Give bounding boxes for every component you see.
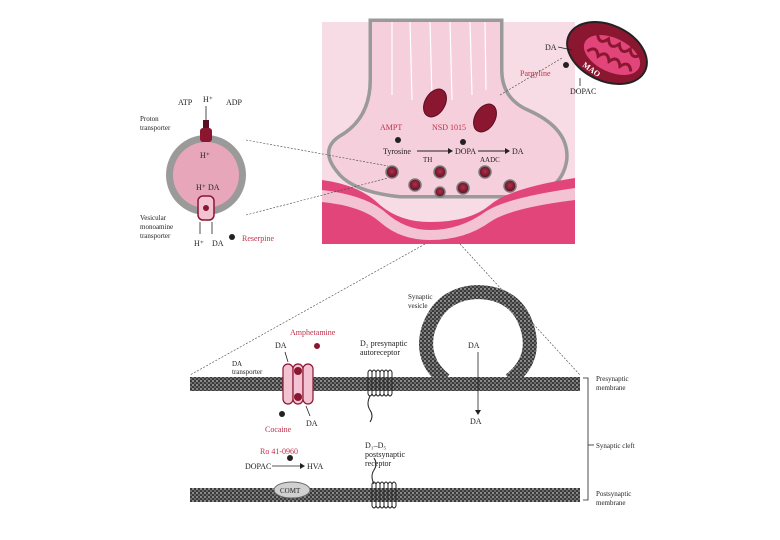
dopac-label-mito: DOPAC	[570, 87, 596, 96]
reserpine-inhibit-icon	[229, 234, 235, 240]
cocaine-inhibit-icon	[279, 411, 285, 417]
da-transporter	[282, 363, 314, 405]
ampt-label: AMPT	[380, 123, 402, 132]
aadc-arrowhead	[505, 148, 510, 154]
comt-arrowhead	[300, 463, 305, 469]
h-top-label: H⁺	[203, 95, 213, 104]
comt-enzyme	[273, 481, 311, 499]
h-inside-label: H⁺	[200, 151, 210, 160]
da-above-label: DA	[275, 341, 287, 350]
proton-transporter-label-1: Proton	[140, 115, 159, 123]
reserpine-label: Reserpine	[242, 234, 274, 243]
h-da-label: H⁺ DA	[196, 183, 220, 192]
cleft-bracket	[583, 377, 589, 501]
cocaine-label: Cocaine	[265, 425, 292, 434]
vesicle-lumen	[173, 142, 239, 208]
hva-label: HVA	[307, 462, 324, 471]
vmat-label-2: monoamine	[140, 223, 173, 231]
synaptic-cleft-label: Synaptic cleft	[596, 442, 635, 450]
ro-inhibit-icon	[287, 455, 293, 461]
terminal-mitochondrion-left	[423, 88, 447, 118]
vesicle-da-label: DA	[468, 341, 480, 350]
da-efflux-arrow	[305, 405, 311, 417]
d2-auto-label-1: D₂ presynaptic	[360, 339, 408, 348]
terminal-mitochondrion-right	[473, 103, 497, 133]
synaptic-vesicle-label-2: vesicle	[408, 302, 427, 310]
axon-filaments	[391, 21, 487, 101]
aadc-label: AADC	[480, 156, 500, 164]
released-da-label: DA	[470, 417, 482, 426]
da-reuptake-arrow	[284, 351, 289, 363]
cristae-folds	[596, 33, 642, 59]
da-out-label: DA	[306, 419, 318, 428]
terminal-vesicles	[385, 165, 517, 198]
vmat-label-3: transporter	[140, 232, 171, 240]
postsynaptic-membrane-bar	[190, 488, 580, 502]
comt-label: COMT	[280, 487, 301, 495]
postsynaptic-cell	[322, 178, 575, 244]
da-to-mao-arrow	[557, 46, 573, 51]
h-bottom-label: H⁺	[194, 239, 204, 248]
dopac-label-bottom: DOPAC	[245, 462, 271, 471]
top-synapse-panel: AMPT NSD 1015 Tyrosine TH DOPA AADC DA	[322, 18, 575, 244]
cristae-folds-lower	[586, 47, 633, 72]
d1d5-label-2: postsynaptic	[365, 450, 405, 459]
presynaptic-label-2: membrane	[596, 384, 626, 392]
synaptic-vesicle-fusing	[419, 284, 537, 386]
da-label-terminal: DA	[512, 147, 524, 156]
vesicle-bg	[424, 298, 531, 377]
pargyline-label: Pargyline	[520, 69, 551, 78]
nsd1015-label: NSD 1015	[432, 123, 466, 132]
d1d5-label-3: receptor	[365, 459, 392, 468]
zoom-line-left	[189, 243, 426, 376]
postsynaptic-membrane-band	[322, 188, 575, 240]
presynaptic-label-1: Presynaptic	[596, 375, 629, 383]
da-transporter-label-2: transporter	[232, 368, 263, 376]
adp-label: ADP	[226, 98, 243, 107]
ampt-inhibit-icon	[395, 137, 401, 143]
da-transporter-label-1: DA	[232, 360, 242, 368]
proton-transporter-label-2: transporter	[140, 124, 171, 132]
proton-transporter-top	[203, 120, 209, 128]
vesicle-detail-inset: ATP H⁺ ADP Proton transporter H⁺ H⁺ DA V…	[140, 95, 389, 248]
dopa-label: DOPA	[455, 147, 476, 156]
tyrosine-label: Tyrosine	[383, 147, 411, 156]
vesicle-guide-top	[245, 139, 389, 167]
vmat-label-1: Vesicular	[140, 214, 167, 222]
mitochondrion-inset: MAO DA Pargyline DOPAC	[499, 21, 648, 96]
synaptic-vesicle-label-1: Synaptic	[408, 293, 433, 301]
amphetamine-label: Amphetamine	[290, 328, 336, 337]
d1d5-label-1: D₁–D₅	[365, 441, 386, 450]
mito-da-label: DA	[545, 43, 557, 52]
d2-auto-label-2: autoreceptor	[360, 348, 400, 357]
th-label: TH	[423, 156, 432, 164]
proton-transporter	[200, 128, 212, 142]
release-arrowhead	[475, 410, 481, 415]
postsynaptic-label-1: Postsynaptic	[596, 490, 631, 498]
d1-d5-receptor	[371, 457, 397, 509]
inset-guide-line	[499, 57, 563, 96]
da-bottom-label: DA	[212, 239, 224, 248]
bottom-panel: DA DA Synaptic vesicle Amphetamine DA DA…	[190, 284, 635, 509]
th-arrowhead	[448, 148, 453, 154]
postsynaptic-label-2: membrane	[596, 499, 626, 507]
amphetamine-icon	[314, 343, 320, 349]
atp-label: ATP	[178, 98, 193, 107]
vmat-site	[203, 205, 209, 211]
d2-autoreceptor	[367, 369, 393, 423]
nsd-inhibit-icon	[460, 139, 466, 145]
pargyline-inhibit-icon	[563, 62, 569, 68]
ro-label: Ro 41-0960	[260, 447, 298, 456]
